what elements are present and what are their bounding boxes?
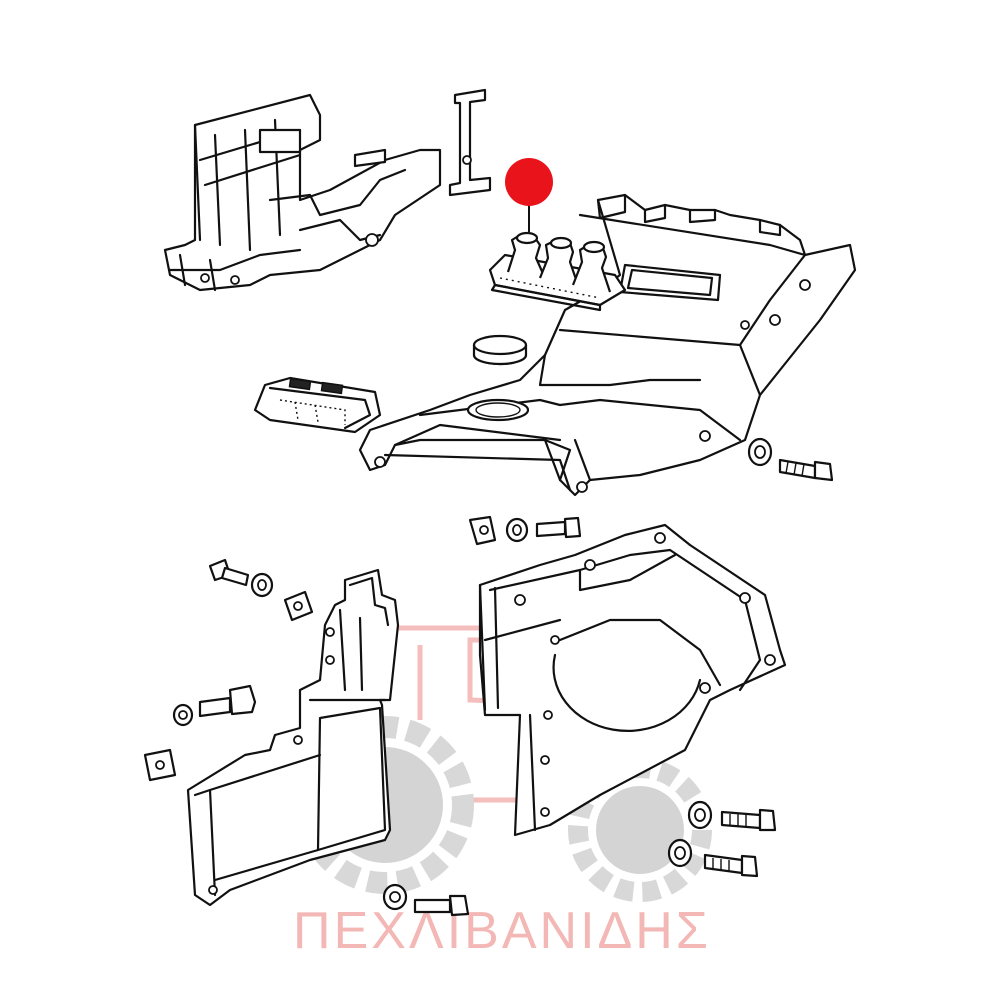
red-dot-marker-icon [505,158,553,232]
plug-cap [472,334,528,366]
gear-lever-rubber-boots [488,231,627,312]
clip-nut-1 [283,590,314,622]
front-frame-bracket [163,88,492,292]
washer-bolt-set-2 [208,558,274,598]
watermark-brand-text: ΠΕΧΛΙΒΑΝΙΔΗΣ [293,902,711,960]
washer-bolt-set-6 [667,838,759,878]
rubber-mount-block [253,376,382,434]
right-side-panel [478,523,787,837]
left-side-panel [186,568,400,907]
clip-nut-2 [143,748,177,782]
clip-washer-screw-set [468,515,582,546]
washer-bolt-set-1 [747,437,834,482]
washer-bolt-set-4 [382,883,470,917]
washer-bolt-set-3 [172,684,257,727]
transmission-tunnel-cover [358,193,857,497]
washer-bolt-set-5 [687,800,777,832]
